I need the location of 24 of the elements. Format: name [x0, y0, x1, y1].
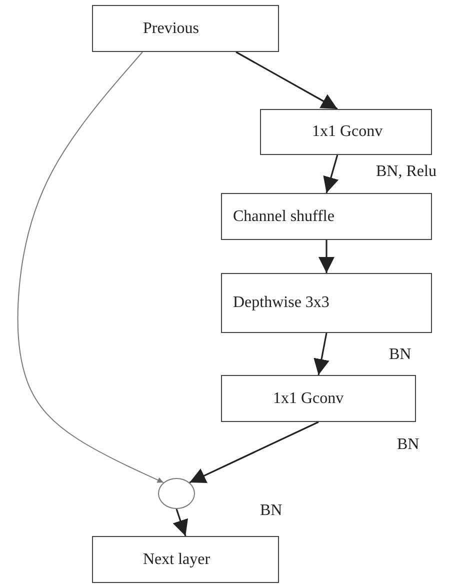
- process-box: [92, 536, 279, 583]
- layer-note: BN, Relu: [376, 163, 436, 181]
- arrow: [17, 52, 164, 484]
- arrow: [323, 154, 339, 194]
- arrow: [172, 508, 188, 536]
- box-label: Previous: [143, 20, 199, 38]
- process-box: [260, 109, 432, 155]
- arrow: [318, 240, 334, 273]
- process-box: [221, 273, 432, 333]
- box-label: 1x1 Gconv: [312, 123, 383, 141]
- process-box: [221, 375, 416, 422]
- layer-note: BN: [260, 502, 282, 520]
- layer-note: BN: [389, 346, 412, 364]
- sum-circle: [158, 478, 195, 509]
- arrow: [189, 421, 319, 484]
- box-label: Channel shuffle: [233, 208, 334, 226]
- box-label: Depthwise 3x3: [233, 294, 330, 312]
- process-box: [92, 5, 279, 52]
- process-box: [221, 193, 432, 240]
- arrow: [236, 51, 338, 110]
- box-label: 1x1 Gconv: [273, 390, 344, 408]
- layer-note: BN: [397, 436, 420, 454]
- box-label: Next layer: [143, 550, 210, 568]
- arrow: [314, 332, 330, 376]
